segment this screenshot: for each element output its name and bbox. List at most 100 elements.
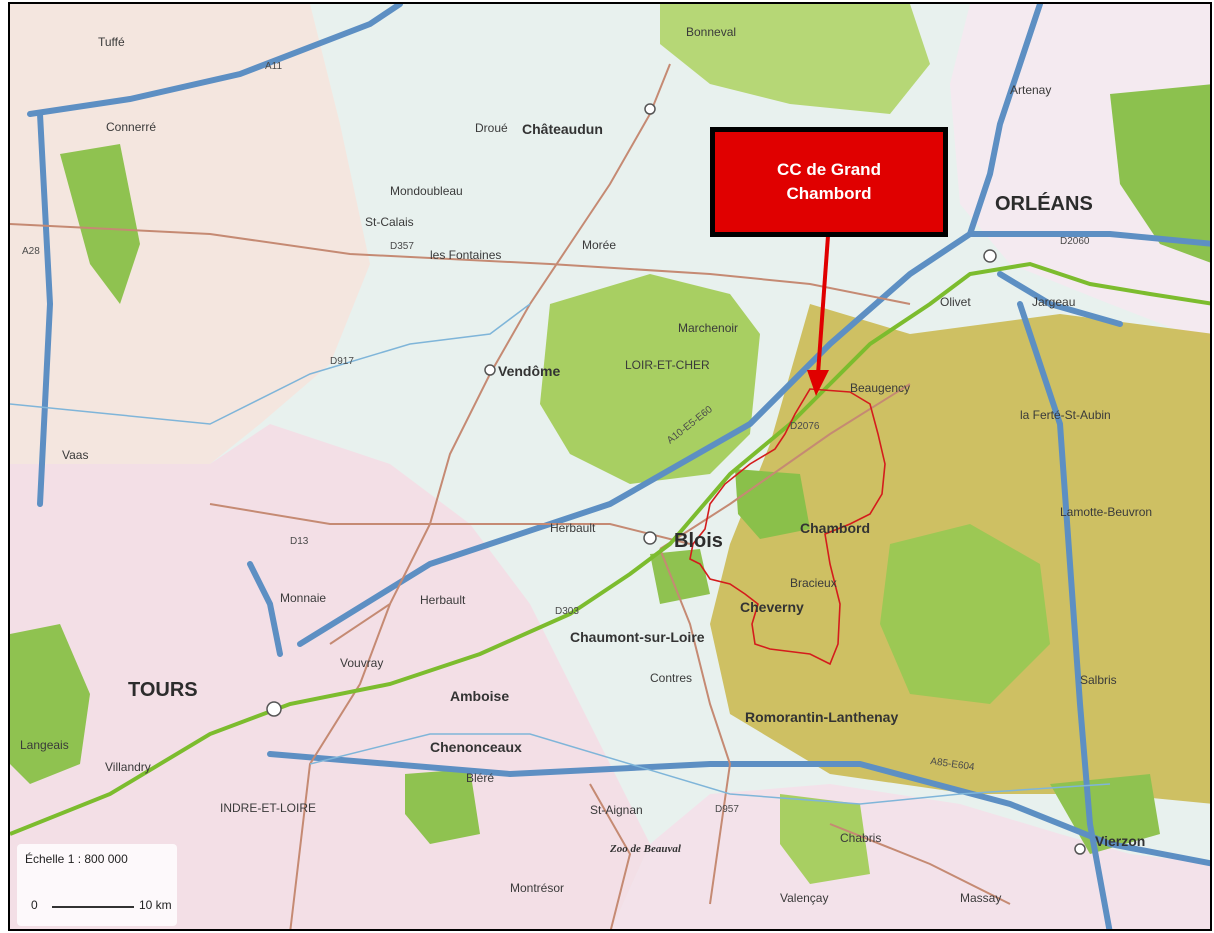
label-cheverny: Cheverny (740, 599, 804, 615)
road-d766 (209, 503, 691, 545)
motorway-north-orleans (967, 4, 1043, 237)
motorways (27, 4, 1210, 929)
label-blois: Blois (674, 530, 723, 552)
motorway-a28-south (247, 561, 283, 657)
label-olivet: Olivet (940, 295, 971, 309)
grand-chambord-boundary (689, 388, 886, 666)
forest-marchenoir (540, 274, 760, 484)
motorway-a85 (267, 751, 1210, 867)
road-label-d952: D303 (555, 606, 579, 617)
label-tuffe: Tuffé (98, 35, 125, 49)
road-label-d357: D357 (390, 241, 414, 252)
label-dept-loir-et-cher: LOIR-ET-CHER (625, 358, 710, 372)
callout-arrow-line (816, 235, 830, 375)
label-bonneval: Bonneval (686, 25, 736, 39)
scale-distance: 10 km (139, 898, 172, 912)
label-jargeau: Jargeau (1032, 295, 1075, 309)
road-label-d917: D917 (330, 356, 354, 367)
road-label-d2060: D2060 (1060, 236, 1090, 247)
forest-orleans (1110, 84, 1210, 263)
region-indre-et-loire (10, 424, 650, 929)
label-connerre: Connerré (106, 120, 156, 134)
motorway-a28-north (37, 111, 54, 507)
label-chaumont: Chaumont-sur-Loire (570, 629, 705, 645)
road-label-a28: A28 (22, 246, 40, 257)
label-romorantin: Romorantin-Lanthenay (745, 709, 898, 725)
label-moree: Morée (582, 238, 616, 252)
motorway-east-orleans (997, 271, 1123, 327)
label-chambord: Chambord (800, 520, 870, 536)
motorway-d2060 (967, 231, 1210, 247)
label-villandry: Villandry (105, 760, 151, 774)
label-montresor: Montrésor (510, 881, 564, 895)
label-monnaie: Monnaie (280, 591, 326, 605)
label-la-ferte: la Ferté-St-Aubin (1020, 408, 1111, 422)
forest-vierzon (1050, 774, 1160, 854)
label-beaugency: Beaugency (850, 381, 910, 395)
label-st-aignan: St-Aignan (590, 803, 643, 817)
loir-river (10, 303, 531, 425)
marker-vendome (484, 364, 496, 376)
label-dept-indre-et-loire: INDRE-ET-LOIRE (220, 801, 316, 815)
label-droue: Droué (475, 121, 508, 135)
map-canvas[interactable]: ORLÉANS TOURS Blois Vendôme Châteaudun A… (10, 4, 1212, 931)
label-vierzon: Vierzon (1095, 833, 1145, 849)
callout-arrow-head (807, 370, 829, 396)
motorway-a71 (1017, 301, 1113, 929)
label-vouvray: Vouvray (340, 656, 383, 670)
label-marchenoir: Marchenoir (678, 321, 738, 335)
label-langeais: Langeais (20, 738, 69, 752)
label-chenonceaux: Chenonceaux (430, 739, 522, 755)
road-label-a11: A11 (265, 61, 282, 72)
marker-vierzon (1074, 843, 1086, 855)
motorway-a10 (297, 231, 973, 647)
marker-blois (643, 531, 657, 545)
label-contres: Contres (650, 671, 692, 685)
town-markers (266, 103, 1086, 855)
forest-sarthe (60, 144, 140, 304)
label-zoo: Zoo de Beauval (609, 843, 682, 855)
scale-bar (52, 906, 134, 908)
forest-chabris (780, 794, 870, 884)
label-bracieux: Bracieux (790, 576, 837, 590)
road-d357 (10, 223, 911, 305)
cher-river (309, 733, 1111, 805)
main-roads (10, 63, 1011, 929)
label-artenay: Artenay (1010, 83, 1051, 97)
callout-box: CC de Grand Chambord (710, 127, 948, 237)
label-lamotte: Lamotte-Beuvron (1060, 505, 1152, 519)
scale-zero: 0 (31, 898, 38, 912)
road-label-d951: D2076 (790, 421, 820, 432)
road-label-d976: D957 (715, 804, 739, 815)
forest-langeais (10, 624, 90, 784)
road-d956 (659, 548, 732, 905)
label-salbris: Salbris (1080, 673, 1117, 687)
label-chabris: Chabris (840, 831, 881, 845)
label-mondoubleau: Mondoubleau (390, 184, 463, 198)
label-tours: TOURS (128, 679, 198, 701)
callout-title: CC de Grand Chambord (777, 160, 881, 203)
forest-sologne (880, 524, 1050, 704)
forest-blois (650, 549, 710, 604)
label-herbault-alt: Herbault (420, 593, 466, 607)
loire-river (10, 261, 1210, 836)
label-valencay: Valençay (780, 891, 828, 905)
label-blere: Bléré (466, 771, 494, 785)
marker-orleans (983, 249, 997, 263)
label-massay: Massay (960, 891, 1001, 905)
scale-box: Échelle 1 : 800 000 0 10 km (17, 844, 177, 926)
label-les-fontaines: les Fontaines (430, 248, 501, 262)
marker-tours (266, 701, 282, 717)
scale-ratio: Échelle 1 : 800 000 (25, 852, 128, 866)
motorway-a11 (27, 4, 403, 117)
label-herbault: Herbault (550, 521, 596, 535)
label-amboise: Amboise (450, 688, 509, 704)
label-st-calais: St-Calais (365, 215, 414, 229)
road-d922 (829, 823, 1011, 905)
road-d951 (659, 383, 911, 550)
road-d764 (589, 783, 632, 929)
road-label-d766: D13 (290, 536, 309, 547)
marker-chateaudun (644, 103, 656, 115)
region-loiret (950, 4, 1210, 343)
label-orleans: ORLÉANS (995, 192, 1093, 215)
